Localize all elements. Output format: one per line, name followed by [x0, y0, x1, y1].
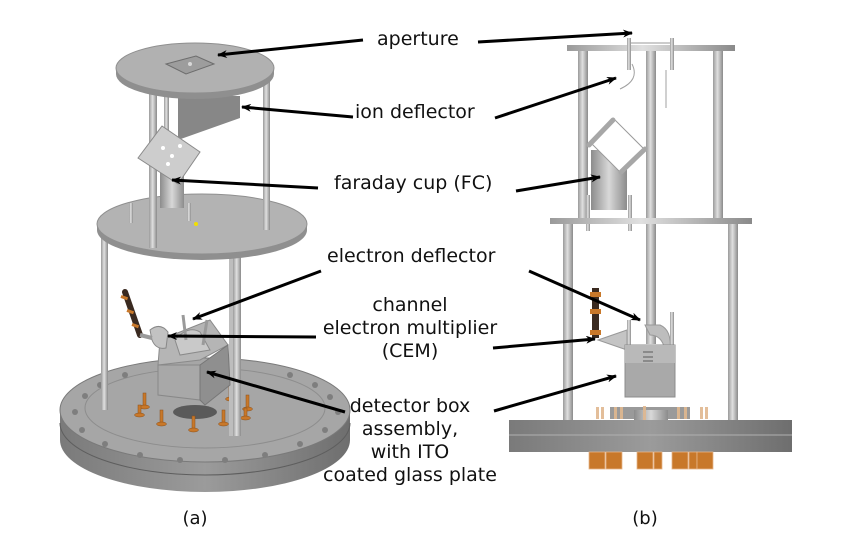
panel-b-drawing — [509, 38, 792, 470]
arrow-detector-b — [493, 374, 617, 413]
label-electron-deflector: electron deflector — [327, 245, 496, 267]
label-detector-line1: detector box — [349, 395, 471, 417]
arrow-faraday-cup-a — [171, 176, 319, 190]
ion-deflector-b — [619, 63, 635, 90]
base-flange-b — [509, 420, 792, 452]
detector-box-a — [157, 314, 231, 406]
middle-plate-b — [550, 218, 752, 224]
cem-a — [120, 289, 169, 349]
faraday-cup-b — [586, 117, 648, 231]
ion-deflector-a — [178, 95, 240, 140]
arrow-cem-a — [167, 332, 317, 341]
lower-rods-a — [101, 230, 241, 436]
arrow-cem-b — [492, 335, 596, 350]
label-ion-deflector: ion deflector — [355, 101, 475, 123]
feedthrough-pins-top-b — [596, 406, 708, 420]
lower-rods-b — [563, 224, 738, 420]
aperture-posts-b — [627, 38, 674, 70]
label-detector-box: detector box assembly, with ITO coated g… — [320, 395, 500, 487]
label-detector-line2: assembly, — [361, 418, 459, 440]
label-cem-line2: electron multiplier — [322, 317, 498, 339]
arrow-faraday-cup-b — [515, 174, 601, 193]
arrow-electron-deflector-b — [528, 269, 641, 322]
label-detector-line3: with ITO — [370, 441, 450, 463]
label-detector-line4: coated glass plate — [323, 464, 497, 486]
leader-arrows — [167, 29, 641, 414]
label-cem-line3: (CEM) — [381, 340, 439, 362]
fc-posts-a — [129, 203, 191, 223]
label-cem: channel electron multiplier (CEM) — [320, 294, 500, 363]
label-cem-line1: channel — [372, 294, 448, 316]
base-flange-a — [59, 357, 351, 492]
label-faraday-cup: faraday cup (FC) — [334, 172, 493, 194]
upper-rods-b — [578, 51, 723, 219]
detector-box-b — [610, 344, 690, 420]
caption-a: (a) — [182, 508, 208, 529]
arrow-electron-deflector-a — [192, 269, 322, 321]
arrow-ion-deflector-b — [494, 76, 617, 120]
arrow-ion-deflector-a — [241, 103, 354, 119]
arrow-detector-a — [206, 370, 346, 414]
panel-a-drawing — [59, 42, 351, 492]
arrow-aperture-a — [217, 38, 364, 59]
middle-plate-a — [96, 193, 308, 260]
top-plate-b — [567, 45, 735, 51]
arrow-aperture-b — [477, 29, 633, 44]
top-plate-a — [115, 42, 275, 99]
cem-b — [590, 288, 628, 351]
feedthroughs-bottom-b — [588, 451, 714, 470]
label-aperture: aperture — [377, 28, 459, 50]
caption-b: (b) — [632, 508, 658, 529]
